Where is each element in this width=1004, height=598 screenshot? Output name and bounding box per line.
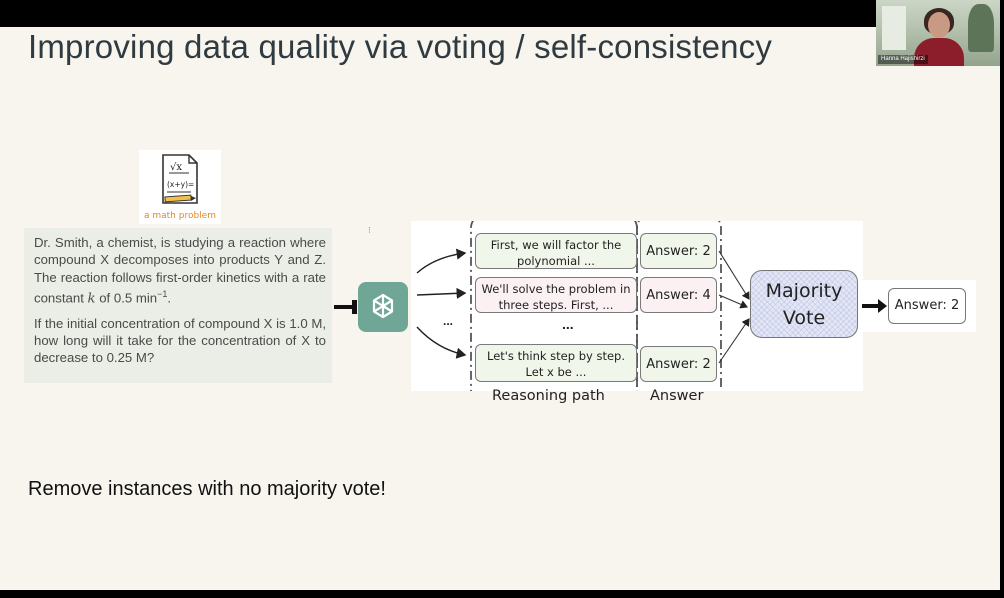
participant-video-tile[interactable]: Hanna Hajishirzi [876, 0, 1000, 66]
answer-2: Answer: 4 [640, 277, 717, 313]
reasoning-path-1: First, we will factor the polynomial ... [475, 233, 637, 269]
input-arrow-icon [334, 300, 357, 314]
more-paths-ellipsis: ... [562, 316, 574, 332]
rate-constant-symbol: k [87, 291, 96, 307]
openai-logo-icon [358, 282, 408, 332]
math-problem-label: a math problem [144, 211, 216, 221]
svg-text:...: ... [443, 314, 453, 328]
slide-title: Improving data quality via voting / self… [28, 28, 773, 65]
majority-vote-box: Majority Vote [750, 270, 858, 338]
problem-text-box: Dr. Smith, a chemist, is studying a reac… [24, 228, 332, 383]
answer-1: Answer: 2 [640, 233, 717, 269]
answer-caption: Answer [650, 388, 704, 404]
output-arrow-icon [862, 299, 887, 313]
final-answer-box: Answer: 2 [888, 288, 966, 324]
diagram-connectors: ... [416, 221, 750, 391]
slide-footer-note: Remove instances with no majority vote! [28, 478, 386, 500]
stray-mark: ⁝ [368, 225, 371, 235]
reasoning-path-caption: Reasoning path [492, 388, 605, 404]
participant-name: Hanna Hajishirzi [878, 55, 928, 64]
top-black-bar [0, 0, 1004, 27]
svg-text:(x+y)=: (x+y)= [167, 180, 194, 189]
right-black-edge [1000, 0, 1004, 598]
answer-3: Answer: 2 [640, 346, 717, 382]
reasoning-path-3: Let's think step by step. Let x be ... [475, 344, 637, 382]
problem-paragraph-1: Dr. Smith, a chemist, is studying a reac… [34, 235, 326, 307]
svg-text:√x: √x [170, 162, 182, 173]
reasoning-path-2: We'll solve the problem in three steps. … [475, 277, 637, 313]
math-problem-icon: √x (x+y)= a math problem [139, 150, 221, 224]
problem-paragraph-2: If the initial concentration of compound… [34, 315, 326, 366]
bottom-black-edge [0, 590, 1004, 598]
